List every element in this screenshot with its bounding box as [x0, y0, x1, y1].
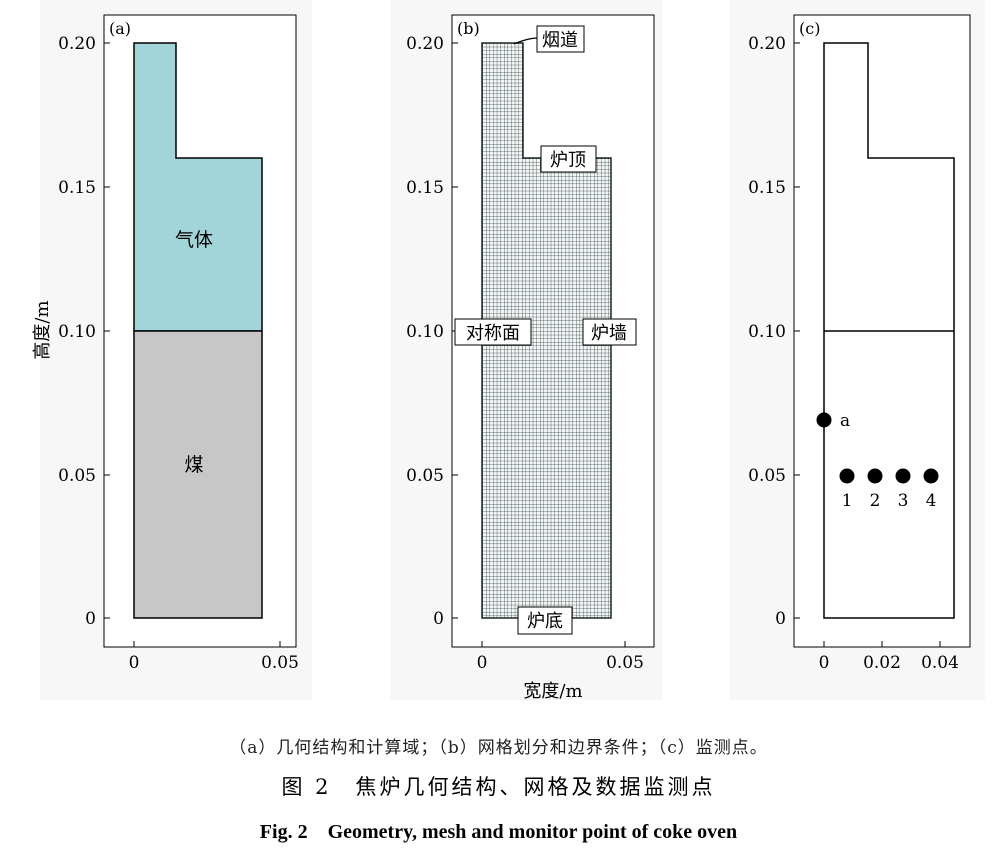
panel-c-ytick: 0.20	[748, 34, 786, 54]
panel-b-ytick: 0.15	[406, 178, 444, 198]
panel-a-tag: (a)	[109, 19, 131, 38]
panel-b-ytick: 0.10	[406, 322, 444, 342]
panel-c-xtick: 0.02	[863, 653, 901, 673]
figure-caption-english: Fig. 2 Geometry, mesh and monitor point …	[259, 821, 738, 843]
figure-panels: (a) 气体 煤 0.20 0.15 0.10 0.05 0 0 0.05 高度…	[32, 14, 971, 702]
monitor-point-4	[923, 468, 939, 484]
monitor-point-label: 4	[926, 491, 937, 511]
flue-label: 烟道	[542, 30, 578, 51]
monitor-point-label: a	[840, 411, 850, 431]
coal-region-label: 煤	[184, 454, 203, 476]
bottom-label-box	[517, 606, 573, 635]
panel-a-ytick: 0.10	[58, 322, 96, 342]
roof-label-box	[540, 145, 597, 173]
flue-leader-line	[513, 37, 539, 45]
panel-c: (c) 0.20 0.15 0.10 0.05 0 0 0.02 0.04 a …	[748, 14, 971, 673]
panel-b-ytick: 0.05	[406, 466, 444, 486]
monitor-point-label: 2	[870, 491, 881, 511]
panel-c-ytick: 0.15	[748, 178, 786, 198]
monitor-point-2	[867, 468, 883, 484]
panel-a-ytick: 0.15	[58, 178, 96, 198]
monitor-point-a	[816, 412, 832, 428]
mesh-domain	[481, 42, 612, 619]
symmetry-label: 对称面	[466, 323, 520, 344]
panel-a-ytick: 0	[85, 609, 96, 629]
figure-caption-chinese: 图 2 焦炉几何结构、网格及数据监测点	[281, 775, 716, 799]
monitor-point-label: 3	[898, 491, 909, 511]
y-axis-label: 高度/m	[32, 300, 53, 359]
panel-b-ytick: 0.20	[406, 34, 444, 54]
monitor-point-1	[839, 468, 855, 484]
coal-region	[133, 330, 263, 619]
panel-c-ytick: 0.10	[748, 322, 786, 342]
roof-label: 炉顶	[550, 150, 586, 171]
bottom-label: 炉底	[527, 611, 563, 632]
panel-c-xtick: 0.04	[921, 653, 959, 673]
panel-a-xtick: 0	[129, 653, 140, 673]
panel-a-ytick: 0.20	[58, 34, 96, 54]
panel-a: (a) 气体 煤 0.20 0.15 0.10 0.05 0 0 0.05 高度…	[32, 14, 299, 673]
panel-a-xtick: 0.05	[261, 653, 299, 673]
symmetry-label-box	[454, 318, 532, 346]
x-axis-label: 宽度/m	[523, 681, 582, 702]
panel-c-ytick: 0.05	[748, 466, 786, 486]
flue-label-box	[536, 25, 585, 53]
panel-c-tag: (c)	[799, 19, 820, 38]
subcaption: （a）几何结构和计算域；（b）网格划分和边界条件；（c）监测点。	[229, 738, 768, 758]
wall-label-box	[582, 318, 637, 346]
panel-b-xtick: 0.05	[606, 653, 644, 673]
gas-region-label: 气体	[175, 229, 213, 251]
monitor-point-label: 1	[842, 491, 853, 511]
panel-a-ytick: 0.05	[58, 466, 96, 486]
wall-label: 炉墙	[591, 323, 627, 344]
panel-c-xtick: 0	[819, 653, 830, 673]
panel-b-tag: (b)	[457, 19, 480, 38]
panel-b-ytick: 0	[433, 609, 444, 629]
panel-b: (b) 0.20 0.15 0.10 0.05 0 0 0.05 宽度/m 烟道…	[406, 14, 655, 702]
panel-b-xtick: 0	[477, 653, 488, 673]
panel-c-ytick: 0	[775, 609, 786, 629]
oven-outline	[823, 42, 955, 619]
monitor-point-3	[895, 468, 911, 484]
